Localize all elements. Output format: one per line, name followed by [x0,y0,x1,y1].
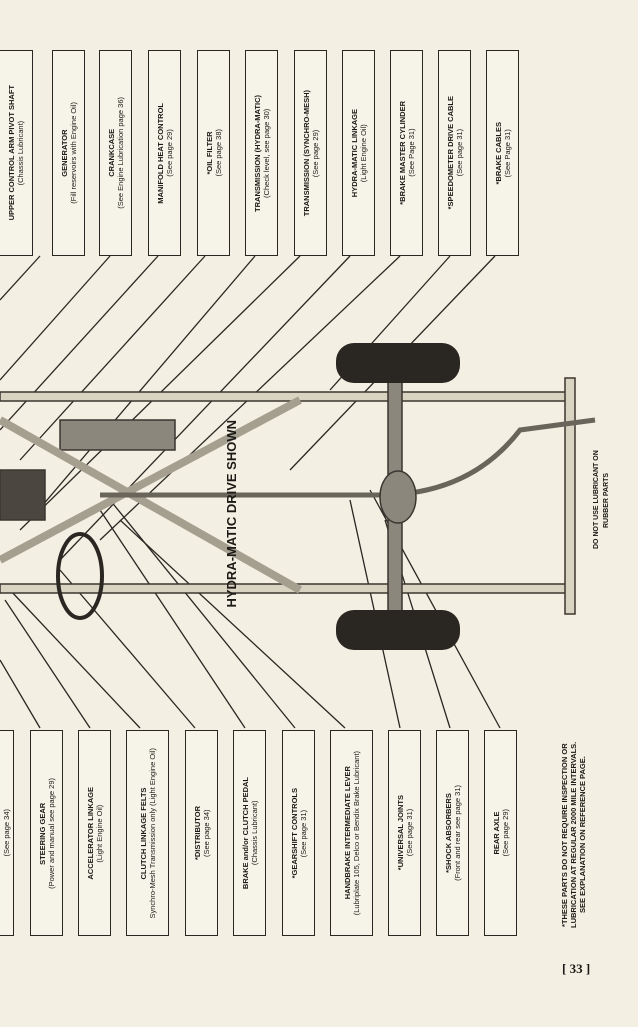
label-title: CLUTCH LINKAGE FELTS [138,787,148,879]
label-box: *UNIVERSAL JOINTS(See page 31) [388,730,421,936]
label-title: *SPEEDOMETER DRIVE CABLE [445,96,455,210]
label-note: (Lubriplate 105, Delco or Bendix Brake L… [351,750,361,916]
frame [0,377,596,619]
steering-wheel-icon [56,532,104,620]
label-title: MANIFOLD HEAT CONTROL [155,102,165,204]
label-box: ACCELERATOR LINKAGE(Light Engine Oil) [78,730,111,936]
label-note: (See page 34) [201,809,211,857]
label-box: MANIFOLD HEAT CONTROL(See page 29) [148,50,181,256]
label-title: *SHOCK ABSORBERS [443,793,453,873]
label-box: *GEARSHIFT CONTROLS(See page 31) [282,730,315,936]
label-note: (See page 31) [298,809,308,857]
label-title: *OIL FILTER [204,131,214,175]
label-text: HANDBRAKE INTERMEDIATE LEVER(Lubriplate … [343,751,361,915]
label-box: *OIL FILTER(See page 38) [197,50,230,256]
label-text: *OIL FILTER(See page 38) [205,129,223,177]
label-note: (See page 38) [213,129,223,177]
label-note: (See page 29) [164,129,174,177]
label-text: HYDRA-MATIC LINKAGE(Light Engine Oil) [350,109,368,197]
label-text: *DISTRIBUTOR(See page 34) [193,806,211,860]
label-note: (See Page 31) [406,128,416,178]
label-box: REAR AXLE(See page 29) [484,730,517,936]
label-note: (Check level, see page 30) [261,108,271,198]
label-title: CRANKCASE [106,129,116,177]
label-box: CRANKCASE(See Engine Lubrication page 36… [99,50,132,256]
footnote-line-1: *THESE PARTS DO NOT REQUIRE INSPECTION O… [560,741,578,929]
label-text: *SHOCK ABSORBERS(Front and rear see page… [444,785,462,881]
label-box: *BRAKE MASTER CYLINDER(See Page 31) [390,50,423,256]
label-text: UPPER CONTROL ARM PIVOT SHAFT(Chassis Lu… [7,85,25,220]
label-text: TRANSMISSION (HYDRA-MATIC)(Check level, … [253,95,271,212]
label-note: (See page 34) [1,809,11,857]
label-text: ACCELERATOR LINKAGE(Light Engine Oil) [86,787,104,880]
label-title: GENERATOR [59,129,69,177]
label-text: (See page 34) [2,809,11,857]
wheel-icon [336,343,460,650]
label-title: TRANSMISSION (SYNCHRO-MESH) [301,89,311,217]
label-title: HANDBRAKE INTERMEDIATE LEVER [342,766,352,900]
label-text: BRAKE and/or CLUTCH PEDAL(Chassis Lubric… [241,777,259,889]
label-title: ACCELERATOR LINKAGE [85,786,95,880]
label-text: MANIFOLD HEAT CONTROL(See page 29) [156,103,174,204]
label-box: HANDBRAKE INTERMEDIATE LEVER(Lubriplate … [330,730,373,936]
label-text: REAR AXLE(See page 29) [492,809,510,857]
label-box: TRANSMISSION (HYDRA-MATIC)(Check level, … [245,50,278,256]
footnote-line-2: SEE EXPLANATION ON REFERENCE PAGE. [578,756,587,914]
label-note: (Power and manual see page 29) [46,777,56,889]
label-text: TRANSMISSION (SYNCHRO-MESH)(See page 29) [302,90,320,216]
label-text: *BRAKE CABLES(See Page 31) [494,122,512,185]
label-text: *GEARSHIFT CONTROLS(See page 31) [290,788,308,878]
label-note: (Chassis Lubricant) [15,120,25,186]
label-note: Synchro-Mesh Transmission only (Light En… [147,747,157,919]
label-title: *GEARSHIFT CONTROLS [289,787,299,879]
diagram-caption: HYDRA-MATIC DRIVE SHOWN [224,420,239,608]
label-text: GENERATOR(Fill reservoirs with Engine Oi… [60,102,78,204]
label-note: (See page 29) [500,809,510,857]
page-number: [ 33 ] [562,961,591,976]
label-note: (See page 31) [454,129,464,177]
label-box: BRAKE and/or CLUTCH PEDAL(Chassis Lubric… [233,730,266,936]
label-title: TRANSMISSION (HYDRA-MATIC) [252,94,262,212]
label-title: *BRAKE CABLES [493,121,503,185]
label-box: UPPER CONTROL ARM PIVOT SHAFT(Chassis Lu… [0,50,33,256]
label-box: (See page 34) [0,730,14,936]
label-text: CRANKCASE(See Engine Lubrication page 36… [107,97,125,209]
label-note: (Light Engine Oil) [358,124,368,182]
label-box: GENERATOR(Fill reservoirs with Engine Oi… [52,50,85,256]
label-title: REAR AXLE [491,811,501,855]
label-title: *DISTRIBUTOR [192,805,202,861]
label-note: (Chassis Lubricant) [249,800,259,866]
label-box: STEERING GEAR(Power and manual see page … [30,730,63,936]
rubber-parts-warning: DO NOT USE LUBRICANT ON RUBBER PARTS [593,450,610,550]
label-box: *DISTRIBUTOR(See page 34) [185,730,218,936]
label-text: STEERING GEAR(Power and manual see page … [38,778,56,889]
label-note: (Front and rear see page 31) [452,785,462,881]
label-box: *BRAKE CABLES(See Page 31) [486,50,519,256]
label-text: *BRAKE MASTER CYLINDER(See Page 31) [398,101,416,205]
label-title: HYDRA-MATIC LINKAGE [349,108,359,198]
label-note: (See page 31) [404,809,414,857]
label-note: (See Engine Lubrication page 36) [115,97,125,209]
label-title: STEERING GEAR [37,801,47,865]
label-title: *UNIVERSAL JOINTS [395,795,405,871]
label-title: *BRAKE MASTER CYLINDER [397,101,407,205]
label-title: UPPER CONTROL ARM PIVOT SHAFT [6,85,16,221]
label-note: (Light Engine Oil) [94,804,104,862]
label-text: *UNIVERSAL JOINTS(See page 31) [396,795,414,870]
label-box: TRANSMISSION (SYNCHRO-MESH)(See page 29) [294,50,327,256]
label-box: *SPEEDOMETER DRIVE CABLE(See page 31) [438,50,471,256]
footnote: *THESE PARTS DO NOT REQUIRE INSPECTION O… [560,735,602,935]
label-note: (Fill reservoirs with Engine Oil) [68,102,78,204]
label-text: *SPEEDOMETER DRIVE CABLE(See page 31) [446,96,464,209]
label-box: *SHOCK ABSORBERS(Front and rear see page… [436,730,469,936]
label-title: BRAKE and/or CLUTCH PEDAL [240,776,250,890]
label-note: (See page 29) [310,129,320,177]
label-box: HYDRA-MATIC LINKAGE(Light Engine Oil) [342,50,375,256]
label-note: (See Page 31) [502,128,512,178]
